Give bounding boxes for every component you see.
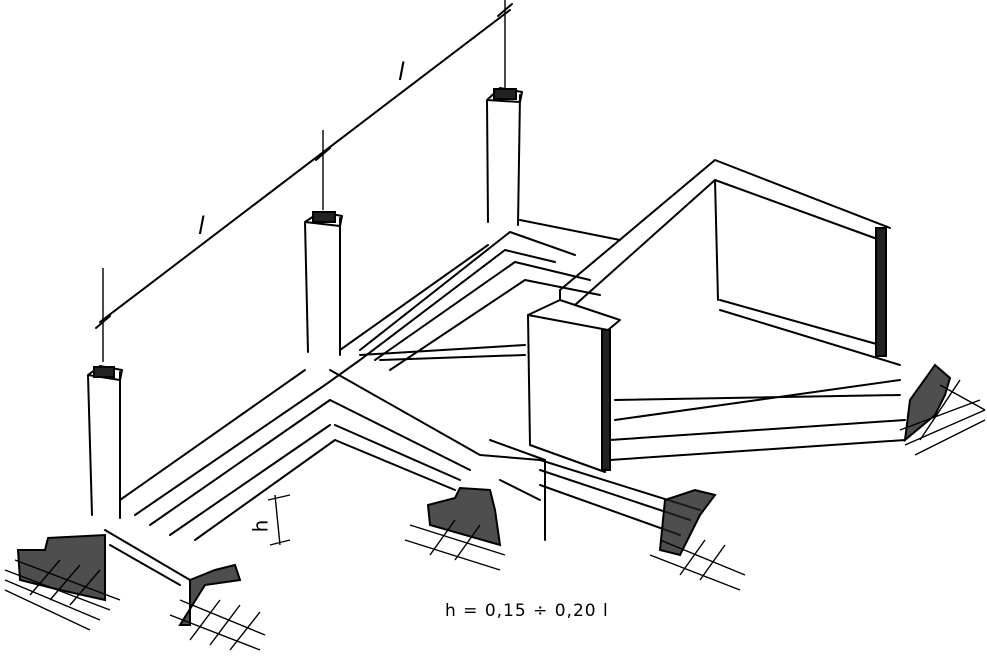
height-label: h [248,519,273,533]
footing-middle [404,486,746,591]
height-dimension [267,494,291,546]
wall [527,159,891,473]
column-2 [304,211,343,356]
footing-right [899,363,986,456]
column-1 [87,365,123,519]
footing-left [4,533,266,651]
span-dimension-line [95,0,513,362]
column-3 [486,87,523,226]
span-label-1: l [198,212,205,240]
height-formula: h = 0,15 ÷ 0,20 l [445,601,609,621]
span-label-2: l [398,58,405,86]
longitudinal-beam [119,219,621,541]
